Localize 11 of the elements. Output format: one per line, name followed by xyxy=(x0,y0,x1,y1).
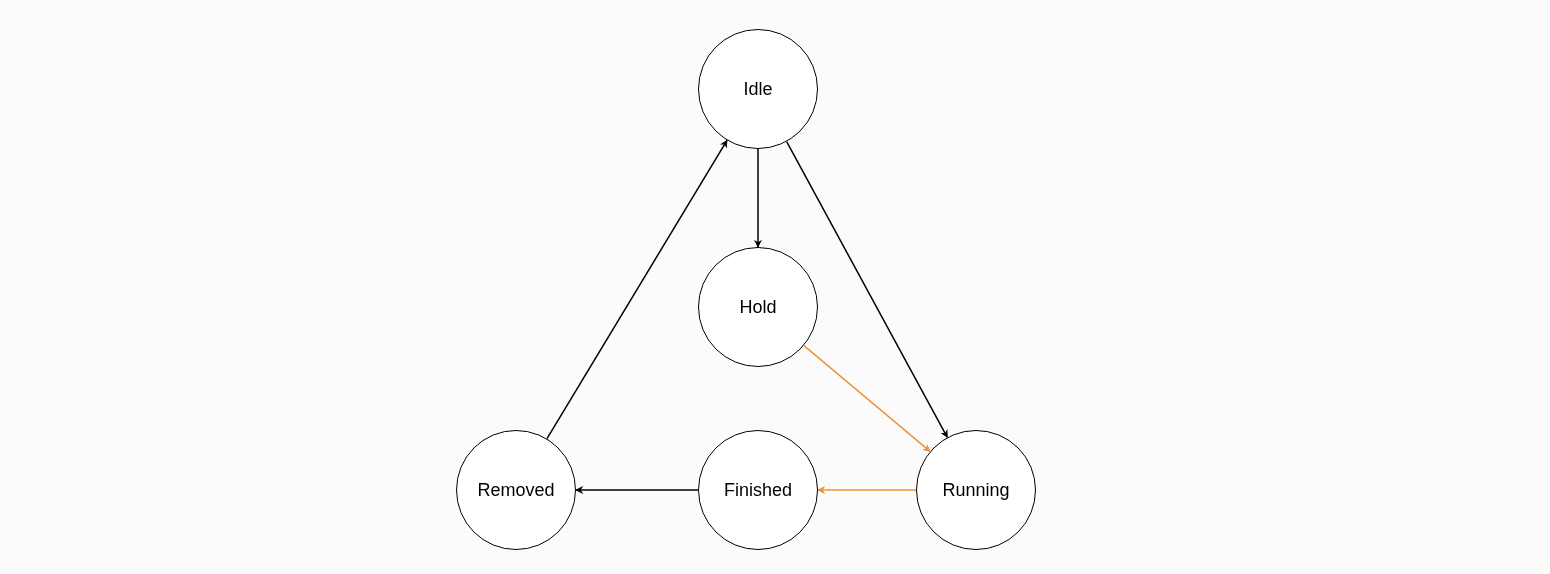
arrow xyxy=(803,344,931,453)
arrow xyxy=(785,140,949,439)
state-label: Running xyxy=(942,478,1010,502)
state-label: Removed xyxy=(477,478,555,502)
state-label: Hold xyxy=(739,295,777,319)
state-label: Finished xyxy=(723,478,792,502)
arrow xyxy=(817,486,917,494)
arrow xyxy=(754,148,762,248)
arrow xyxy=(575,486,699,494)
state-label: Idle xyxy=(743,77,773,101)
arrow xyxy=(546,139,728,440)
